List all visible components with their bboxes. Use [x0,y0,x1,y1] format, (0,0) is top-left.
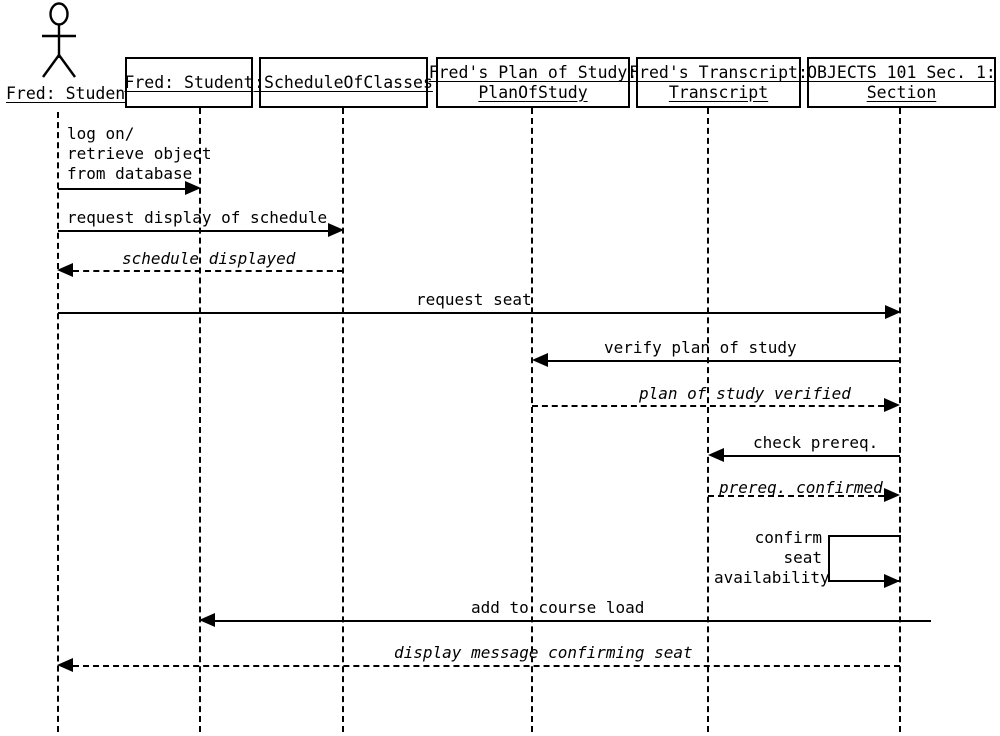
message-arrowhead-m8 [884,488,900,502]
message-label-m11: display message confirming seat [394,643,693,662]
participant-box-section[interactable]: OBJECTS 101 Sec. 1: Section [807,57,996,108]
message-label-m8: prereq. confirmed [719,478,883,497]
message-label-m3: schedule displayed [122,249,296,268]
participant-label-transcript-line1: Fred's Transcript: [629,63,808,83]
participant-box-student[interactable]: Fred: Student [124,57,254,108]
participant-label-section-line2: Section [866,82,937,102]
message-label-m2: request display of schedule [67,208,328,227]
actor-stick-figure [42,2,76,78]
participant-label-transcript-line2: Transcript [668,82,769,102]
lifeline-transcript [707,108,709,732]
message-line-m3[interactable] [73,270,343,272]
lifeline-schedule [342,108,344,732]
participant-label-schedule-of-classes: :ScheduleOfClasses [254,72,433,92]
message-label-m10: add to course load [471,598,645,617]
message-line-m7[interactable] [724,455,900,457]
participant-label-plan-of-study-line2: PlanOfStudy [478,82,588,102]
message-line-m6[interactable] [532,405,884,407]
participant-label-section-line1: OBJECTS 101 Sec. 1: [807,63,996,83]
participant-label-student: Fred: Student [124,72,254,92]
message-line-m5[interactable] [548,360,900,362]
message-label-m1: log on/ retrieve object from database [67,124,212,183]
message-label-m7: check prereq. [753,433,879,452]
message-arrowhead-m11 [57,658,73,672]
message-label-m4: request seat [416,290,532,309]
message-arrowhead-m1 [185,181,201,195]
message-arrowhead-m10 [199,613,215,627]
message-arrowhead-m5 [532,353,548,367]
lifeline-section [899,108,901,732]
participant-box-transcript[interactable]: Fred's Transcript: Transcript [629,57,808,108]
participant-label-plan-of-study-line1: Fred's Plan of Study: [428,63,638,83]
message-label-m6: plan of study verified [639,384,851,403]
lifeline-student [199,108,201,732]
message-arrowhead-m3 [57,263,73,277]
message-arrowhead-m9 [884,574,900,588]
message-arrowhead-m6 [884,398,900,412]
message-arrowhead-m4 [885,305,901,319]
message-line-m4[interactable] [58,312,885,314]
participant-box-plan-of-study[interactable]: Fred's Plan of Study: PlanOfStudy [429,57,637,108]
message-arrowhead-m7 [708,448,724,462]
message-label-m9: confirm seat availability [714,528,830,587]
message-line-m1[interactable] [58,188,185,190]
self-message-loop-m9[interactable] [828,535,901,582]
message-line-m8[interactable] [708,495,884,497]
participant-box-schedule-of-classes[interactable]: :ScheduleOfClasses [254,57,433,108]
lifeline-plan-of-study [531,108,533,732]
message-arrowhead-m2 [328,223,344,237]
message-line-m2[interactable] [58,230,328,232]
participant-label-actor: Fred: Student [6,84,136,103]
message-label-m5: verify plan of study [604,338,797,357]
message-line-m11[interactable] [73,665,900,667]
lifeline-actor [57,112,59,732]
message-line-m10[interactable] [215,620,931,622]
